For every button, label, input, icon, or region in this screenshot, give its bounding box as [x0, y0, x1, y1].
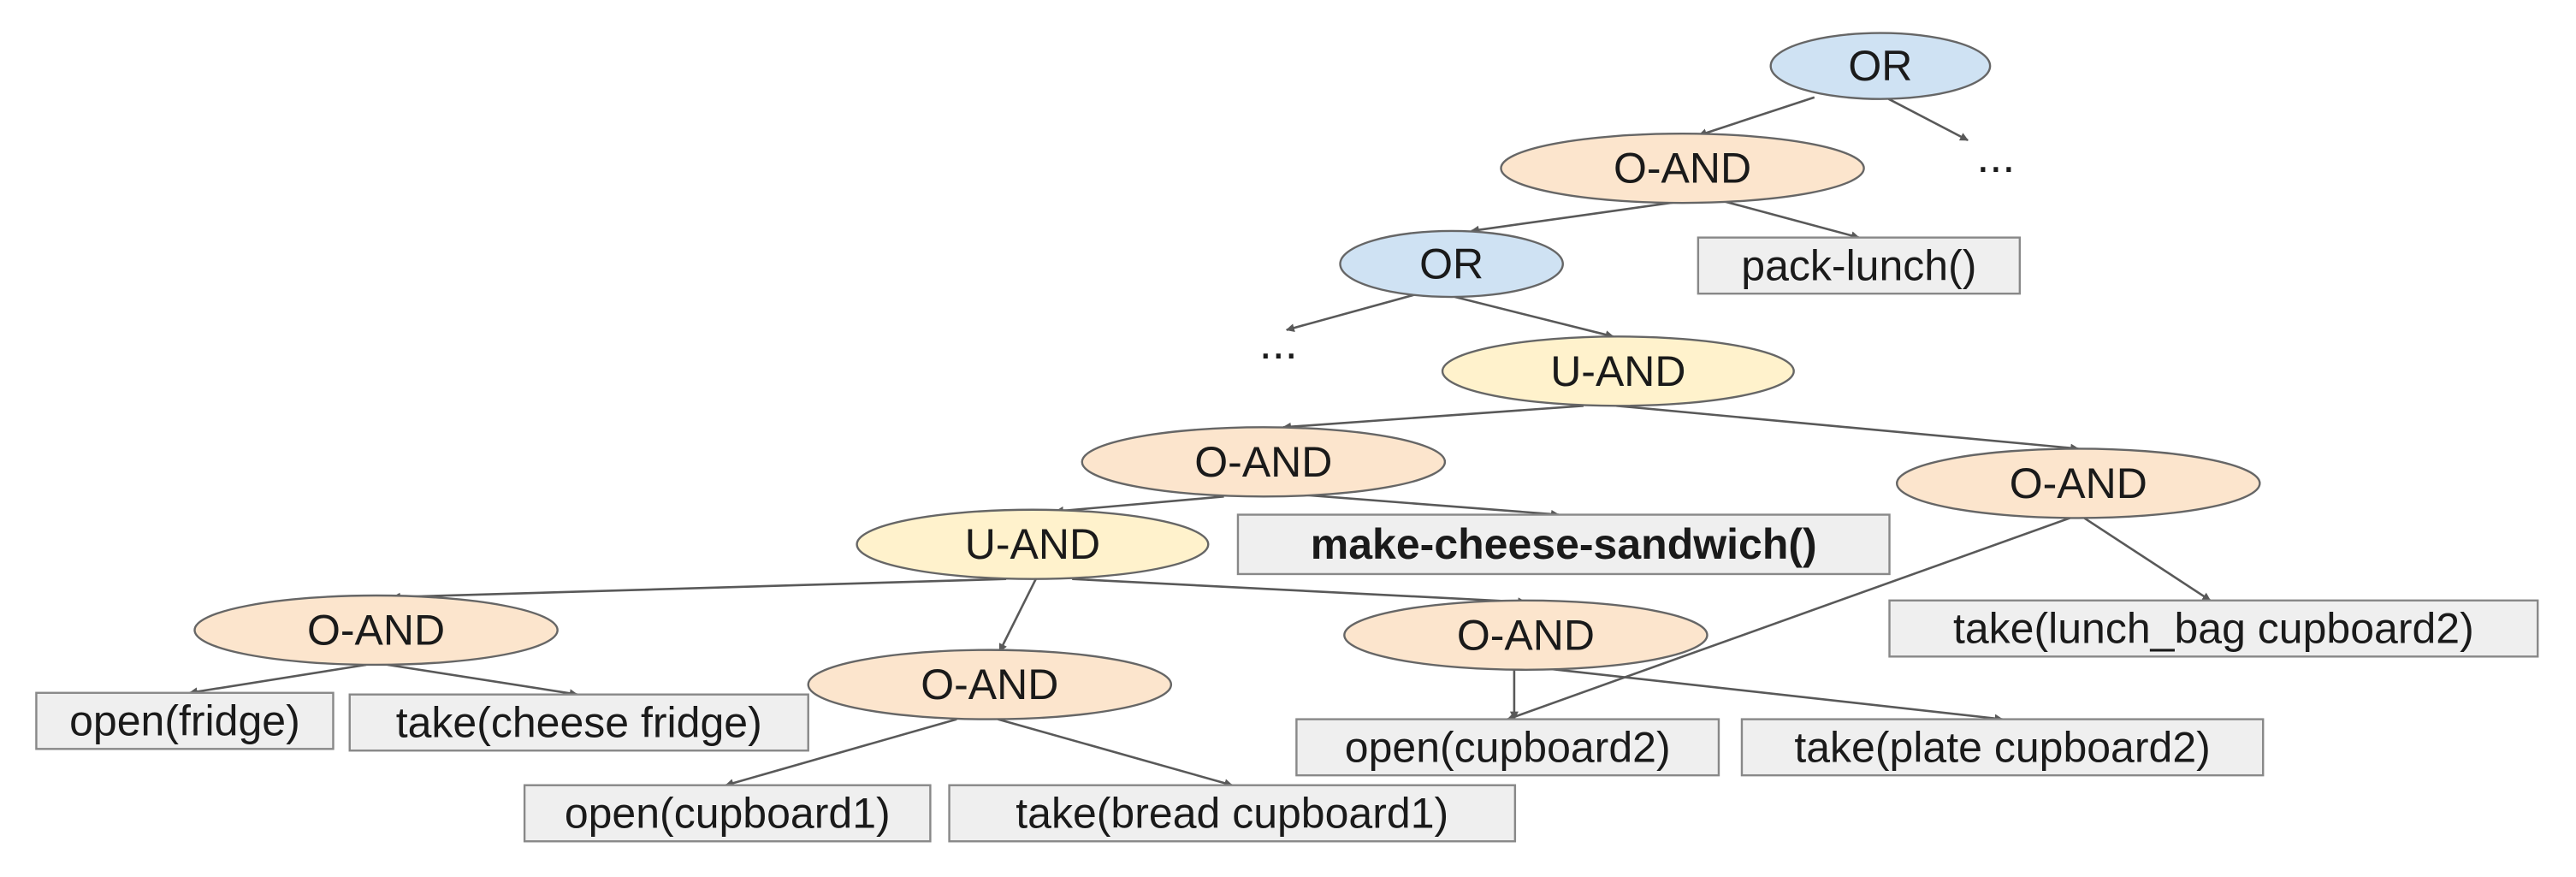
ellipsis-ellipsis-top: ...: [1976, 131, 2015, 182]
node-label: O-AND: [1457, 611, 1595, 659]
nodes-layer: OR... O-AND OR pack-lunch()... U-AND O-AND O-A…: [35, 32, 2539, 843]
edge-oand-1-to-pack-lunch: [1723, 199, 1860, 240]
node-label: OR: [1848, 42, 1912, 90]
u-and-ellipse: [856, 508, 1210, 580]
node-label: O-AND: [2010, 459, 2147, 507]
node-label: U-AND: [1550, 347, 1685, 395]
action-box-take-lunch-bag: take(lunch_bag cupboard2): [1888, 599, 2539, 658]
edge-uand-1-to-oand-2: [1282, 404, 1584, 431]
action-box-open-fridge: open(fridge): [35, 691, 335, 750]
node-oand-bread: O-AND: [807, 649, 1173, 720]
edge-oand-right-to-take-lunch-bag: [2081, 515, 2212, 601]
action-box-make-sandwich: make-cheese-sandwich(): [1236, 513, 1891, 576]
o-and-ellipse: [807, 649, 1173, 720]
edge-or-2-to-uand-1: [1454, 295, 1614, 339]
node-or-2: OR: [1339, 229, 1564, 299]
edge-oand-left-to-take-cheese: [387, 663, 578, 698]
node-label: open(cupboard1): [565, 790, 891, 838]
node-oand-2: O-AND: [1081, 426, 1447, 498]
o-and-ellipse: [1343, 599, 1708, 671]
node-label: O-AND: [1194, 438, 1332, 486]
action-box-open-cupboard1: open(cupboard1): [523, 784, 932, 843]
node-label: pack-lunch(): [1741, 241, 1976, 289]
or-ellipse: [1339, 229, 1564, 299]
o-and-ellipse: [1081, 426, 1447, 498]
u-and-ellipse: [1441, 335, 1795, 407]
action-rect: [348, 693, 809, 752]
node-oand-plate: O-AND: [1343, 599, 1708, 671]
action-rect: [948, 784, 1517, 843]
ellipsis-ellipsis-mid: ...: [1259, 317, 1298, 369]
node-or-top: OR: [1769, 32, 1992, 100]
edge-uand-2-to-oand-bread: [998, 578, 1037, 653]
action-box-open-cupboard2: open(cupboard2): [1295, 718, 1720, 777]
edge-oand-plate-to-take-plate: [1542, 667, 2004, 723]
action-rect: [1295, 718, 1720, 777]
node-label: take(cheese fridge): [396, 698, 762, 746]
edges-layer: [188, 96, 2212, 788]
o-and-ellipse: [1895, 447, 2261, 519]
edge-oand-2-to-make-sandwich: [1303, 494, 1560, 518]
node-label: O-AND: [1614, 145, 1751, 193]
edge-oand-2-to-uand-2: [1054, 495, 1224, 515]
o-and-ellipse: [193, 594, 559, 667]
action-box-take-cheese: take(cheese fridge): [348, 693, 809, 752]
o-and-ellipse: [1500, 132, 1865, 204]
node-label: take(plate cupboard2): [1794, 723, 2210, 771]
edge-oand-1-to-or-2: [1470, 199, 1683, 234]
or-ellipse: [1769, 32, 1992, 100]
action-rect: [1236, 513, 1891, 576]
action-box-take-plate: take(plate cupboard2): [1740, 718, 2265, 777]
node-label: take(bread cupboard1): [1016, 790, 1448, 838]
action-rect: [1888, 599, 2539, 658]
node-label: open(fridge): [69, 697, 300, 745]
edge-or-top-to-ellipsis-top: [1887, 98, 1969, 142]
node-label: make-cheese-sandwich(): [1311, 520, 1817, 568]
edge-or-top-to-oand-1: [1697, 96, 1815, 138]
node-label: ...: [1259, 317, 1298, 369]
edge-uand-2-to-oand-left: [391, 578, 1007, 601]
action-rect: [1697, 236, 2022, 295]
node-label: take(lunch_bag cupboard2): [1953, 605, 2474, 653]
node-uand-1: U-AND: [1441, 335, 1795, 407]
node-label: O-AND: [307, 606, 445, 654]
node-oand-1: O-AND: [1500, 132, 1865, 204]
node-label: ...: [1976, 131, 2015, 182]
edge-oand-bread-to-open-cupboard1: [725, 718, 957, 788]
node-label: O-AND: [921, 661, 1058, 708]
action-rect: [1740, 718, 2265, 777]
node-label: U-AND: [965, 520, 1100, 568]
node-label: OR: [1419, 240, 1483, 287]
node-oand-left: O-AND: [193, 594, 559, 667]
edge-oand-bread-to-take-bread: [998, 718, 1234, 788]
action-box-take-bread: take(bread cupboard1): [948, 784, 1517, 843]
edge-or-2-to-ellipsis-mid: [1285, 292, 1419, 333]
edge-oand-left-to-open-fridge: [188, 663, 367, 696]
action-box-pack-lunch: pack-lunch(): [1697, 236, 2022, 295]
edge-uand-1-to-oand-right: [1616, 404, 2080, 453]
action-rect: [35, 691, 335, 750]
node-label: open(cupboard2): [1345, 723, 1671, 771]
node-oand-right: O-AND: [1895, 447, 2261, 519]
action-rect: [523, 784, 932, 843]
edge-oand-right-to-open-cupboard2: [1507, 517, 2071, 721]
edge-uand-2-to-oand-plate: [1072, 578, 1527, 607]
node-uand-2: U-AND: [856, 508, 1210, 580]
